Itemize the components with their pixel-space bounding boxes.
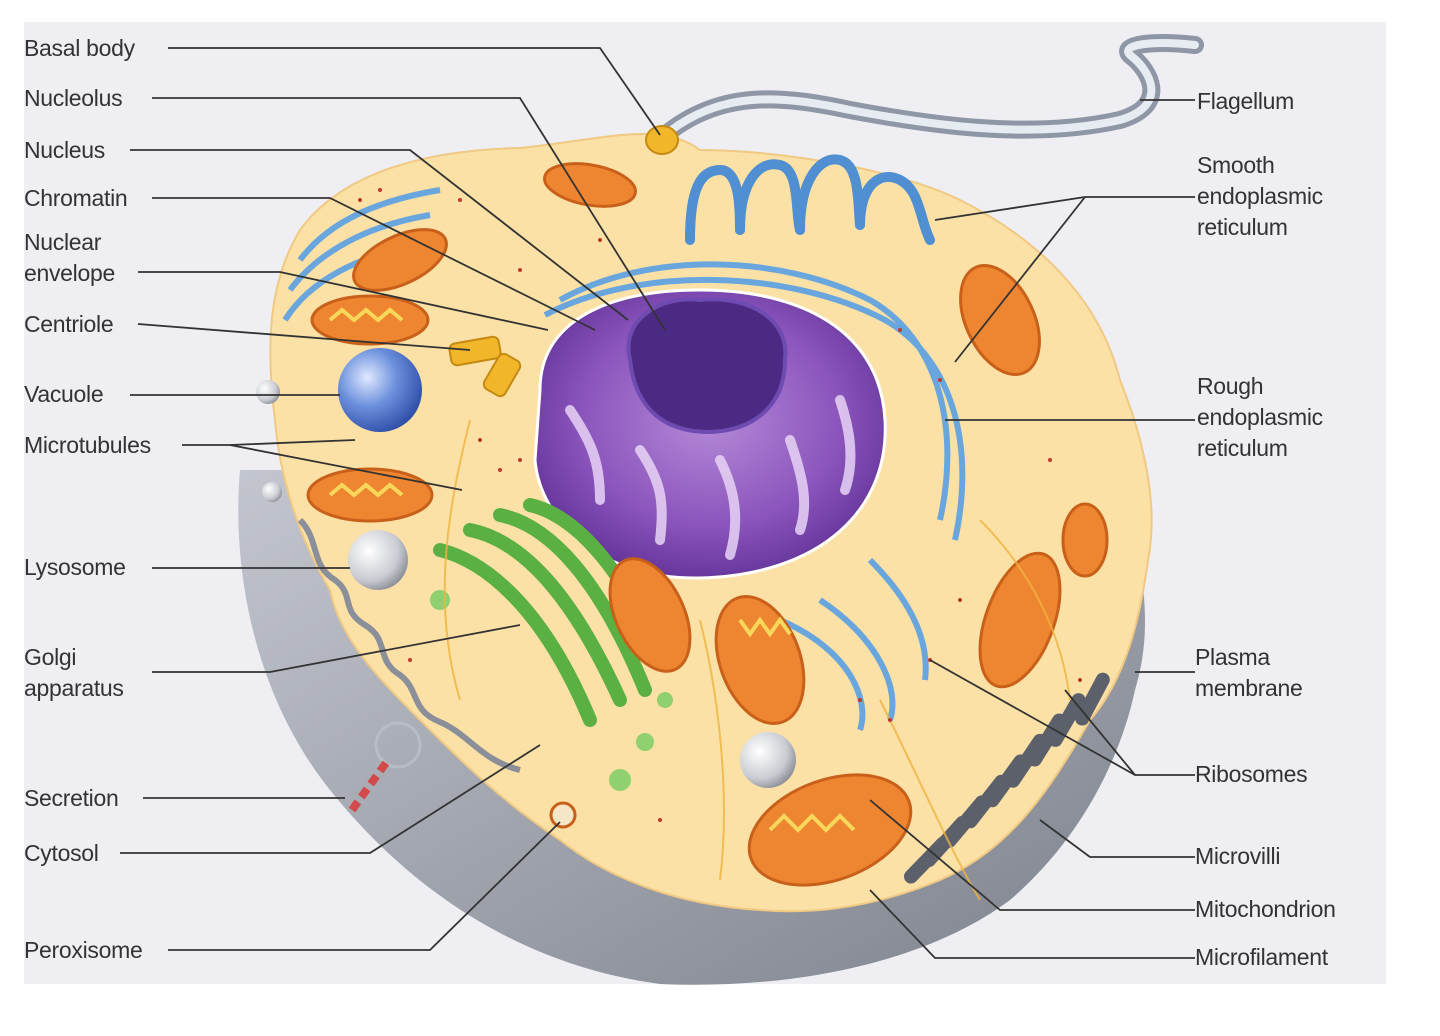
label-chromatin: Chromatin	[24, 185, 128, 211]
leader-nucleolus	[152, 97, 666, 331]
label-smooth-er: Smooth endoplasmic reticulum	[1197, 152, 1323, 240]
label-nucleus: Nucleus	[24, 137, 105, 163]
leader-microfilament	[869, 889, 1195, 959]
vacuole-shape	[338, 348, 422, 432]
nucleolus-shape	[626, 297, 788, 435]
label-microtubules: Microtubules	[24, 432, 151, 458]
label-microvilli: Microvilli	[1195, 843, 1281, 869]
leader-cytosol	[120, 744, 541, 854]
mitochondrion-shapes	[306, 162, 1109, 887]
chromatin-shape	[565, 395, 856, 560]
smooth-er-shape	[685, 154, 935, 245]
peroxisome-shape	[549, 801, 577, 829]
leader-centriole	[137, 323, 471, 351]
leader-nuclear-envelope	[138, 271, 549, 331]
label-plasma-membrane: Plasma membrane	[1195, 644, 1303, 701]
label-basal-body: Basal body	[24, 35, 135, 61]
label-rough-er: Rough endoplasmic reticulum	[1197, 373, 1323, 461]
label-nucleolus: Nucleolus	[24, 85, 123, 111]
golgi-shape	[433, 498, 667, 727]
label-nuclear-envelope: Nuclear envelope	[24, 229, 115, 286]
basal-body-shape	[645, 125, 679, 155]
membrane-folds	[297, 517, 521, 773]
microvilli-shapes	[904, 672, 1110, 884]
secretion-vesicle	[374, 721, 422, 769]
leader-golgi	[152, 624, 521, 673]
leader-lines	[120, 47, 1195, 959]
leader-chromatin	[152, 197, 596, 331]
leader-mitochondrion	[869, 799, 1195, 911]
label-peroxisome: Peroxisome	[24, 937, 143, 963]
label-ribosomes: Ribosomes	[1195, 761, 1308, 787]
label-flagellum: Flagellum	[1197, 88, 1295, 114]
microfilament-lines	[443, 419, 1071, 901]
label-mitochondrion: Mitochondrion	[1195, 896, 1336, 922]
label-centriole: Centriole	[24, 311, 114, 337]
label-vacuole: Vacuole	[24, 381, 104, 407]
label-secretion: Secretion	[24, 785, 119, 811]
label-lysosome: Lysosome	[24, 554, 126, 580]
label-cytosol: Cytosol	[24, 840, 99, 866]
leader-peroxisome	[168, 821, 561, 951]
label-golgi-apparatus: Golgi apparatus	[24, 644, 124, 701]
leader-microvilli	[1039, 819, 1195, 858]
leader-basal-body	[168, 47, 661, 136]
lysosome-shape-2	[740, 732, 796, 788]
centriole-shape	[448, 335, 522, 398]
lysosome-shape	[348, 530, 408, 590]
ribosome-dots	[358, 188, 1082, 822]
leader-nucleus	[130, 149, 629, 321]
label-microfilament: Microfilament	[1195, 944, 1328, 970]
